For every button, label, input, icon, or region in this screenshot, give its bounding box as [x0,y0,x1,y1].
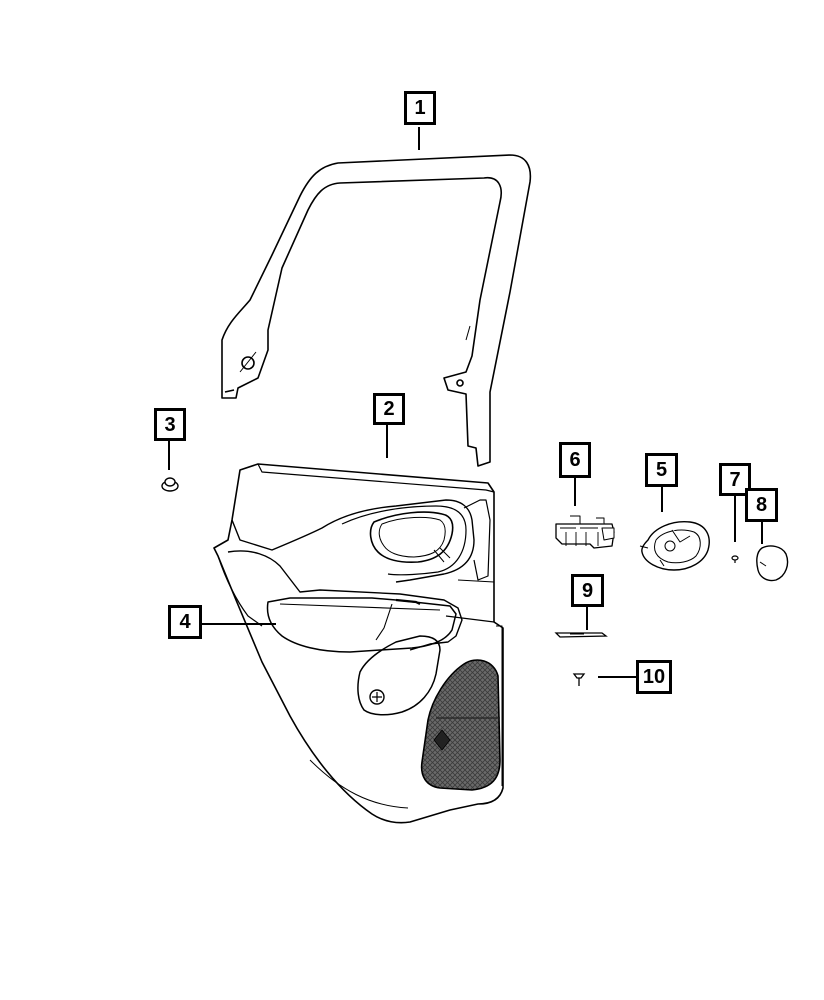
callout-6-label: 6 [569,449,581,471]
callout-10-label: 10 [642,666,666,688]
callout-7-label: 7 [729,468,741,491]
push-nut-part [161,477,179,492]
callout-1-label: 1 [414,97,426,119]
callout-3-label: 3 [164,413,176,436]
door-handle-release [369,689,385,705]
callout-10: 10 [636,660,672,694]
callout-5: 5 [645,453,678,487]
bezel-cover-part [756,545,789,582]
callout-2: 2 [373,393,405,425]
window-switch-part [555,515,615,549]
callout-2-label: 2 [383,398,395,420]
handle-bezel-part [639,521,710,571]
callout-5-label: 5 [655,459,668,481]
grille-logo [433,729,451,751]
armrest-pad-part [266,597,457,653]
callout-9: 9 [571,574,604,607]
callout-1: 1 [404,91,436,125]
callout-8: 8 [745,488,778,522]
trim-strip-part [554,632,608,638]
speaker-grille [420,659,501,791]
callout-4: 4 [168,605,202,639]
callout-3: 3 [154,408,186,441]
callout-6: 6 [559,442,591,478]
callout-9-label: 9 [581,579,594,602]
window-frame-part [221,154,532,467]
callout-8-label: 8 [755,494,768,516]
callout-4-label: 4 [179,611,191,633]
clip-part [572,673,586,686]
callout-7: 7 [719,463,751,496]
door-trim-panel-part [213,463,504,824]
screw-part [731,555,739,563]
